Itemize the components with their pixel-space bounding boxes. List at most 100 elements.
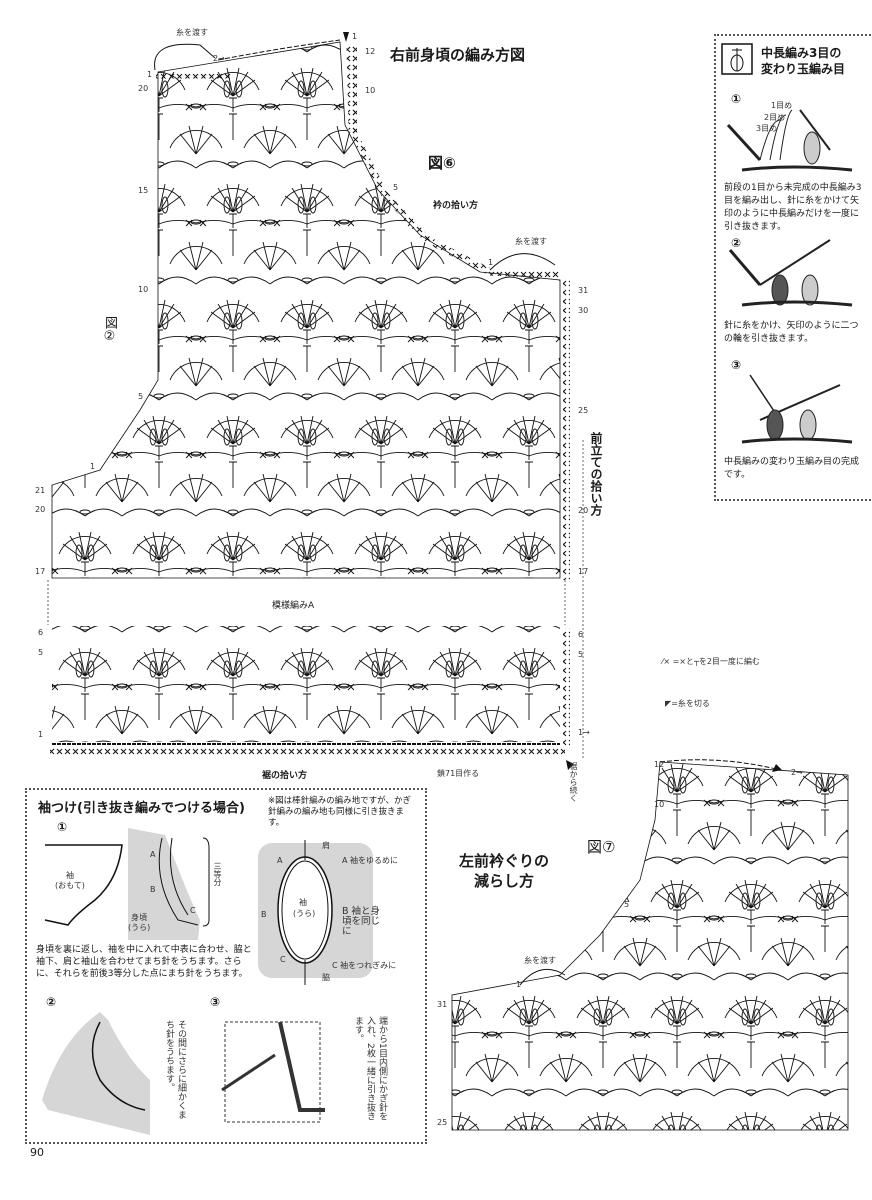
step-text: 前段の1目から未完成の中長編み3目を編み出し、針に糸をかけて矢印のように中長編み… <box>724 183 862 232</box>
row-number: 5 <box>393 183 399 192</box>
step-number: ① <box>731 92 742 106</box>
row-number: 31 <box>578 286 589 295</box>
row-number: 12 <box>654 760 665 769</box>
point-label: A <box>277 856 283 865</box>
start-mark: 1 <box>516 980 522 989</box>
fig2-reference: 図② <box>102 316 117 344</box>
technique-box: 8 中長編み3目の 変わり玉編み目 ① 1目め 2目め 3目め 前段の1目から未… <box>714 34 872 501</box>
c-note: C 袖をつれぎみに <box>332 961 397 970</box>
decrease-symbol-icon: ⁄× <box>662 657 671 666</box>
step-text: 中長編みの変わり玉編み目の完成です。 <box>724 457 860 480</box>
step1-text: 身頃を裏に返し、袖を中に入れて中表に合わせ、脇と袖下、肩と袖山を合わせてまち針を… <box>36 945 252 979</box>
row-number: 21 <box>35 486 46 495</box>
technique-title-line1: 中長編み3目の <box>761 46 842 60</box>
body-shape <box>128 828 200 940</box>
sleeve-title: 袖つけ(引き抜き編みでつける場合) <box>38 801 245 816</box>
side-label: 脇 <box>322 973 330 982</box>
point-label: C <box>190 906 196 915</box>
right-front-body-chart <box>51 41 561 579</box>
chain-start-label: 鎖71目作る <box>437 769 480 778</box>
a-note: A 袖をゆるめに <box>342 856 399 865</box>
start-mark: 1 <box>488 258 494 267</box>
sleeve-label: 袖 <box>299 898 307 907</box>
step3-text: 端から1目内側にかぎ針を入れ、2枚一緒に引き抜きます。 <box>353 1016 387 1121</box>
technique-title-line2: 変わり玉編み目 <box>761 62 846 76</box>
start-mark: 2→ <box>213 54 225 63</box>
hem-band-chart <box>52 626 560 742</box>
step-number: ② <box>46 995 57 1009</box>
pass-yarn-label: 糸を渡す <box>524 956 556 965</box>
row-number: 17 <box>578 567 589 576</box>
sleeve-attach-box <box>25 788 427 1144</box>
row-number: 12 <box>365 47 376 56</box>
step3-illustration <box>741 374 853 444</box>
row-number: 25 <box>578 406 589 415</box>
row-number: 15 <box>138 186 149 195</box>
point-label: A <box>150 850 156 859</box>
row-number: 20 <box>35 505 46 514</box>
stitch-label: 3目め <box>756 124 778 133</box>
row-number: 1 <box>90 462 96 471</box>
sleeve-label: 袖 <box>66 871 74 880</box>
row-number: 6 <box>578 630 584 639</box>
b-note: B 袖と身頃を同じに <box>342 906 381 937</box>
fig6-title: 右前身頃の編み方図 <box>390 46 526 64</box>
legend-cut-text: =糸を切る <box>671 699 710 708</box>
point-label: B <box>150 885 156 894</box>
row-number: 25 <box>437 1118 448 1127</box>
front-band-pickup-label: 前立ての拾い方 <box>589 432 603 516</box>
start-mark: 1 <box>147 70 153 79</box>
row-number: 20 <box>138 84 149 93</box>
step-number: ② <box>731 236 742 250</box>
step-number: ③ <box>731 358 742 372</box>
row-number: 17 <box>35 567 46 576</box>
pattern-name: 模様編みA <box>272 601 315 611</box>
fig7-title-line2: 減らし方 <box>474 872 535 890</box>
fig7-label: 図⑦ <box>587 838 616 856</box>
legend-cut: ◤=糸を切る <box>665 698 710 709</box>
step1-illustration <box>726 109 853 172</box>
body-side-label: (うら) <box>128 923 151 932</box>
row-number: 1→ <box>578 728 590 737</box>
fig7-title-line1: 左前衿ぐりの <box>459 852 550 870</box>
pass-yarn-label: 糸を渡す <box>176 28 208 37</box>
stitch-label: 2目め <box>764 113 786 122</box>
cut-yarn-icon: ◤ <box>665 699 672 708</box>
stitch-label: 1目め <box>771 101 793 110</box>
start-mark: 1 <box>352 32 358 41</box>
point-label: B <box>261 910 267 919</box>
thirds-label: 三等分 <box>213 862 222 886</box>
sleeve-shape <box>44 844 123 926</box>
left-front-neckline-chart <box>451 761 849 1131</box>
page-number: 90 <box>30 1146 44 1159</box>
row-number: 6 <box>38 628 44 637</box>
row-number: 5 <box>138 392 144 401</box>
step2-text: その間にさらに細かくまち針をうちます。 <box>164 1020 186 1119</box>
row-number: 20 <box>578 506 589 515</box>
row-number: 10 <box>365 86 376 95</box>
row-number: 1 <box>38 730 44 739</box>
row-number: 31 <box>437 1000 448 1009</box>
row-number: 5 <box>578 650 584 659</box>
row-number: 10 <box>654 800 665 809</box>
fig6-label: 図⑥ <box>428 154 456 172</box>
pass-yarn-label: 糸を渡す <box>515 237 547 246</box>
legend-decrease-text: =×と┬を2目一度に編む <box>672 657 760 666</box>
step-text: 針に糸をかけ、矢印のように二つの輪を引き抜きます。 <box>724 321 859 344</box>
row-number: 10 <box>138 285 149 294</box>
step-number: ① <box>57 820 68 834</box>
shoulder-label: 肩 <box>322 841 330 850</box>
start-mark: 2→ <box>791 768 803 777</box>
step2-fabric <box>42 1012 150 1135</box>
point-label: C <box>280 955 286 964</box>
row-number: 5 <box>624 900 630 909</box>
hem-pickup-label: 裾の拾い方 <box>262 771 308 781</box>
legend-decrease: ⁄× =×と┬を2目一度に編む <box>662 656 760 667</box>
sleeve-note: ※図は棒針編みの編み地ですが、かぎ針編みの編み地も同様に引き抜きます。 <box>268 796 411 828</box>
row-number: 5 <box>38 648 44 657</box>
collar-pickup-label: 衿の拾い方 <box>433 201 479 211</box>
continue-from-hem-label: 裾から続く <box>569 762 578 802</box>
body-label: 身頃 <box>131 913 147 922</box>
step3-fabric <box>224 1021 321 1123</box>
